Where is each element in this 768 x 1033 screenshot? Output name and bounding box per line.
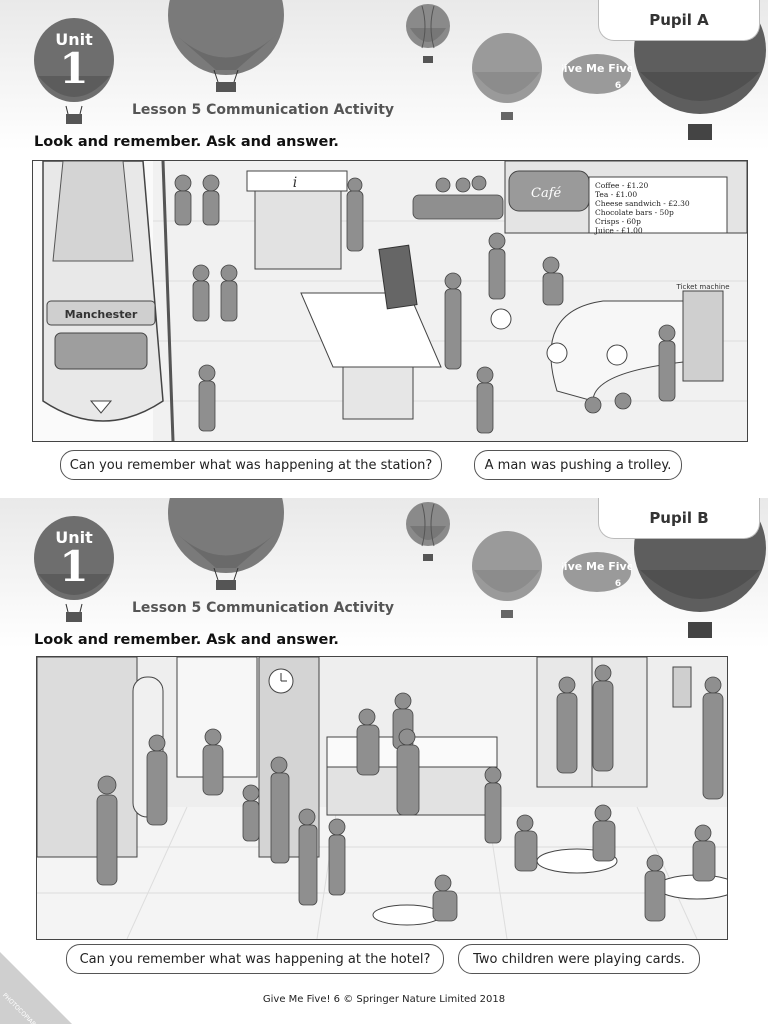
train: Manchester bbox=[42, 161, 175, 441]
ticket-machine-sign: Ticket machine bbox=[675, 283, 729, 291]
hot-air-balloon-icon bbox=[168, 0, 284, 92]
logo-level: 6 bbox=[615, 81, 621, 91]
hot-air-balloon-icon bbox=[472, 33, 542, 120]
menu-item: Chocolate bars - 50p bbox=[595, 208, 674, 217]
ticket-desk bbox=[300, 244, 442, 420]
cafe: Café Coffee - £1.20 Tea - £1.00 Cheese s… bbox=[490, 161, 747, 402]
menu-item: Cheese sandwich - £2.30 bbox=[595, 199, 690, 208]
unit-balloon-icon bbox=[34, 516, 114, 622]
instruction: Look and remember. Ask and answer. bbox=[34, 632, 339, 648]
lesson-title: Lesson 5 Communication Activity bbox=[132, 600, 395, 616]
hot-air-balloon-icon bbox=[406, 4, 450, 63]
unit-label: Unit bbox=[55, 30, 93, 49]
people bbox=[174, 174, 676, 434]
menu-item: Tea - £1.00 bbox=[595, 190, 637, 199]
station-scene-drawing: Manchester i Café bbox=[42, 161, 747, 441]
station-illustration: Manchester i Café bbox=[32, 160, 748, 442]
unit-balloon-icon bbox=[34, 18, 114, 124]
worksheet-panel-pupil-b: Pupil B Unit 1 Give Me Five! 6 Lesson 5 … bbox=[0, 498, 768, 998]
pupil-tab: Pupil A bbox=[598, 0, 760, 41]
question-speech-bubble: Can you remember what was happening at t… bbox=[60, 450, 442, 480]
lesson-title: Lesson 5 Communication Activity bbox=[132, 102, 395, 118]
information-kiosk: i bbox=[246, 170, 348, 270]
cafe-sign: Café bbox=[531, 186, 562, 201]
logo-title: Give Me Five! bbox=[562, 62, 632, 75]
give-me-five-logo: Give Me Five! 6 bbox=[562, 552, 632, 592]
unit-number: 1 bbox=[59, 44, 89, 93]
hotel-scene-drawing bbox=[37, 657, 727, 939]
people bbox=[96, 664, 724, 922]
pupil-tab: Pupil B bbox=[598, 498, 760, 539]
menu-item: Juice - £1.00 bbox=[594, 226, 643, 235]
unit-badge: Unit 1 bbox=[32, 516, 116, 626]
instruction: Look and remember. Ask and answer. bbox=[34, 134, 339, 150]
hot-air-balloon-icon bbox=[472, 531, 542, 618]
question-speech-bubble: Can you remember what was happening at t… bbox=[66, 944, 444, 974]
copyright-footer: Give Me Five! 6 © Springer Nature Limite… bbox=[262, 994, 506, 1005]
menu-item: Crisps - 60p bbox=[595, 217, 641, 226]
hot-air-balloon-icon bbox=[168, 498, 284, 590]
answer-speech-bubble: A man was pushing a trolley. bbox=[474, 450, 682, 480]
logo-title: Give Me Five! bbox=[562, 560, 632, 573]
ticket-machine: Ticket machine bbox=[675, 283, 730, 382]
hot-air-balloon-icon bbox=[406, 502, 450, 561]
photocopiable-corner bbox=[0, 952, 72, 1024]
logo-level: 6 bbox=[615, 579, 621, 589]
hotel-illustration bbox=[36, 656, 728, 940]
give-me-five-logo: Give Me Five! 6 bbox=[562, 54, 632, 94]
unit-label: Unit bbox=[55, 528, 93, 547]
answer-speech-bubble: Two children were playing cards. bbox=[458, 944, 700, 974]
unit-number: 1 bbox=[59, 542, 89, 591]
train-destination-sign: Manchester bbox=[65, 308, 138, 321]
worksheet-panel-pupil-a: Pupil A Unit 1 Give Me Five! 6 Lesson 5 … bbox=[0, 0, 768, 500]
svg-text:i: i bbox=[293, 175, 297, 191]
menu-item: Coffee - £1.20 bbox=[595, 181, 648, 190]
unit-badge: Unit 1 bbox=[32, 18, 116, 128]
